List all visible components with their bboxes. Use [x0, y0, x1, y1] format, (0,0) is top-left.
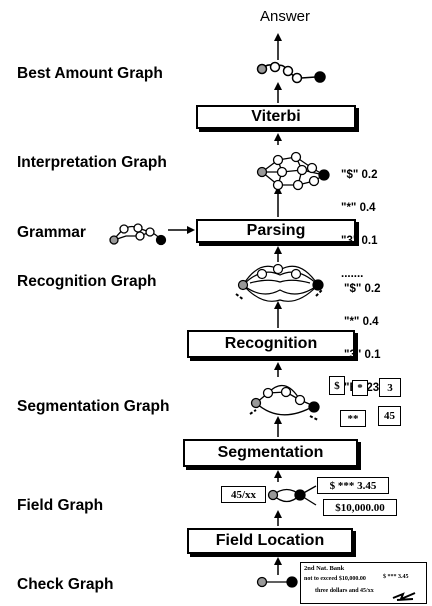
check-graph — [256, 576, 298, 588]
score-item: "3" 0.1 — [341, 235, 378, 247]
best-amount-graph — [256, 61, 326, 84]
interpretation-scores: "$" 0.2 "*" 0.4 "3" 0.1 ....... — [341, 148, 377, 291]
check-graph-label: Check Graph — [17, 576, 114, 593]
grammar-graph — [109, 223, 167, 246]
segment-image: 3 — [379, 378, 401, 397]
field-image: 45/xx — [221, 486, 266, 503]
field-location-box: Field Location — [187, 528, 353, 554]
grammar-label: Grammar — [17, 224, 86, 241]
score-item: "*" 0.4 — [341, 202, 376, 214]
check-limit: not to exceed $10,000.00 — [304, 576, 366, 582]
score-item: ....... — [341, 268, 364, 280]
best-amount-graph-label: Best Amount Graph — [17, 65, 163, 82]
recognition-graph — [235, 263, 324, 302]
score-item: "*" 0.4 — [344, 316, 379, 328]
flow-arrows — [168, 33, 282, 575]
segmentation-graph-label: Segmentation Graph — [17, 398, 170, 415]
answer-label: Answer — [260, 8, 311, 25]
segment-image: 45 — [378, 406, 401, 426]
segmentation-graph — [249, 384, 320, 421]
field-graph — [267, 485, 317, 506]
parsing-box: Parsing — [196, 219, 356, 243]
recognition-box: Recognition — [187, 330, 355, 358]
field-image: $10,000.00 — [323, 499, 397, 516]
check-amount: $ *** 3.45 — [383, 574, 409, 580]
segment-image: * — [352, 380, 368, 396]
check-words: three dollars and 45/xx — [315, 588, 374, 594]
check-bank: 2nd Nat. Bank — [304, 565, 345, 572]
field-image: $ *** 3.45 — [317, 477, 389, 494]
interpretation-graph-label: Interpretation Graph — [17, 154, 167, 171]
recognition-graph-label: Recognition Graph — [17, 273, 157, 290]
interpretation-graph — [256, 151, 330, 191]
field-graph-label: Field Graph — [17, 497, 104, 514]
segmentation-box: Segmentation — [183, 439, 358, 467]
segment-image: $ — [329, 376, 345, 395]
score-item: "3" 0.1 — [344, 349, 381, 361]
segment-image: ** — [340, 410, 366, 427]
signature-icon — [392, 592, 416, 601]
viterbi-box: Viterbi — [196, 105, 356, 129]
score-item: "$" 0.2 — [341, 169, 378, 181]
score-item: "$" 0.2 — [344, 283, 381, 295]
check-image: 2nd Nat. Bank not to exceed $10,000.00 $… — [300, 562, 427, 604]
